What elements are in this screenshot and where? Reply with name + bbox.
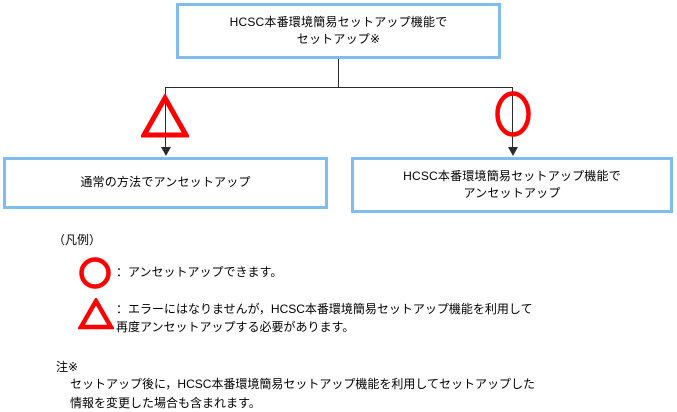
warning-triangle-icon — [77, 296, 115, 330]
connector-drop-left — [165, 87, 166, 149]
legend-item-triangle-label: ：エラーにはなりませんが，HCSC本番環境簡易セットアップ機能を利用して 再度ア… — [116, 302, 533, 334]
arrowhead-left-icon — [161, 147, 171, 156]
hcsc-unsetup-box-label: HCSC本番環境簡易セットアップ機能で アンセットアップ — [403, 168, 621, 200]
circle-ok-icon — [78, 256, 112, 290]
legend-item-circle-label: ：アンセットアップできます。 — [116, 265, 283, 279]
connector-trunk — [338, 59, 339, 87]
footnote-label: 注※ — [56, 360, 79, 374]
normal-unsetup-box-label: 通常の方法でアンセットアップ — [80, 175, 251, 190]
normal-unsetup-box: 通常の方法でアンセットアップ — [3, 157, 328, 209]
warning-triangle-icon — [139, 92, 191, 138]
connector-bus — [165, 87, 512, 88]
setup-box: HCSC本番環境簡易セットアップ機能で セットアップ※ — [176, 3, 501, 59]
setup-box-label: HCSC本番環境簡易セットアップ機能で セットアップ※ — [229, 14, 448, 46]
connector-drop-right — [512, 87, 513, 149]
footnote-body: セットアップ後に，HCSC本番環境簡易セットアップ機能を利用してセットアップした… — [70, 377, 536, 410]
legend-title: （凡例） — [53, 233, 102, 247]
circle-ok-icon — [494, 90, 532, 138]
hcsc-unsetup-box: HCSC本番環境簡易セットアップ機能で アンセットアップ — [351, 157, 673, 213]
arrowhead-right-icon — [508, 147, 518, 156]
